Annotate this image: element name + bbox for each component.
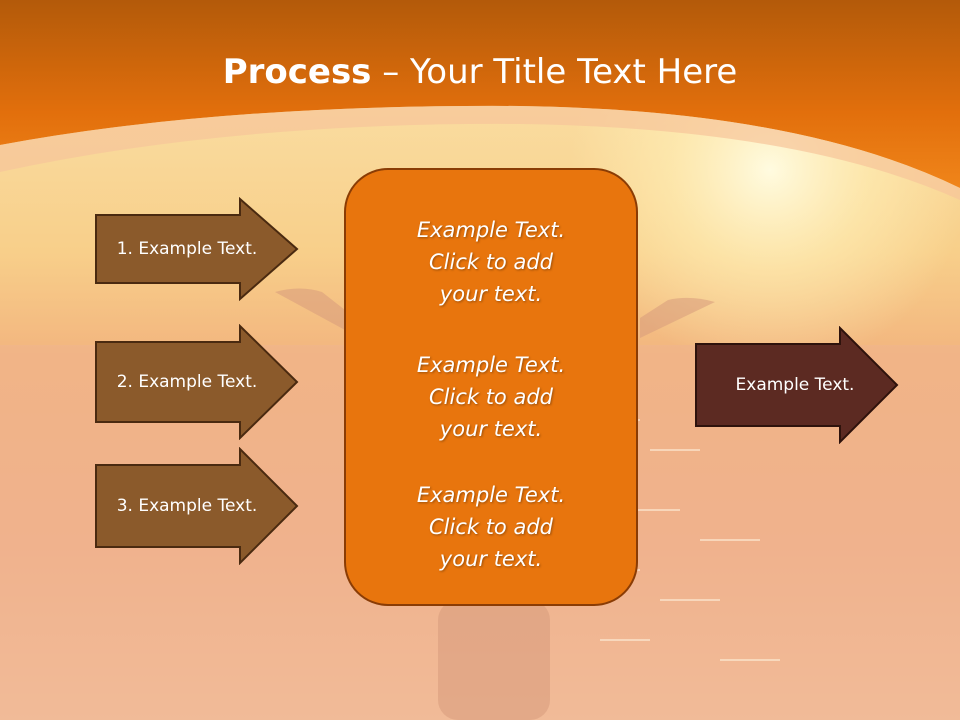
- header-swoosh: [0, 105, 960, 200]
- header-band: [0, 0, 960, 188]
- left-arrow-1-label: 1. Example Text.: [116, 239, 258, 259]
- center-item-1: Example Text. Click to add your text.: [346, 214, 636, 310]
- center-item-3: Example Text. Click to add your text.: [346, 479, 636, 575]
- person-silhouette: [275, 288, 715, 720]
- center-item-2-line2: Click to add: [428, 385, 553, 409]
- slide-title-bold: Process: [222, 52, 372, 92]
- center-item-1-line1: Example Text.: [416, 218, 566, 242]
- center-item-3-line3: your text.: [439, 547, 543, 571]
- center-process-box: Example Text. Click to add your text. Ex…: [344, 168, 638, 606]
- left-arrow-2-label: 2. Example Text.: [116, 372, 258, 392]
- center-item-3-line1: Example Text.: [416, 483, 566, 507]
- center-item-3-line2: Click to add: [428, 515, 553, 539]
- center-item-1-line3: your text.: [439, 282, 543, 306]
- left-arrow-1: [95, 197, 299, 301]
- center-item-2: Example Text. Click to add your text.: [346, 349, 636, 445]
- left-arrow-3: [95, 447, 299, 565]
- center-item-2-line3: your text.: [439, 417, 543, 441]
- left-arrow-3-label: 3. Example Text.: [116, 496, 258, 516]
- left-arrow-2: [95, 324, 299, 440]
- slide-title-rest: – Your Title Text Here: [371, 52, 738, 92]
- right-arrow-label: Example Text.: [735, 375, 855, 395]
- center-item-2-line1: Example Text.: [416, 353, 566, 377]
- center-item-1-line2: Click to add: [428, 250, 553, 274]
- right-arrow: [695, 326, 899, 444]
- slide-title: Process – Your Title Text Here: [0, 52, 960, 92]
